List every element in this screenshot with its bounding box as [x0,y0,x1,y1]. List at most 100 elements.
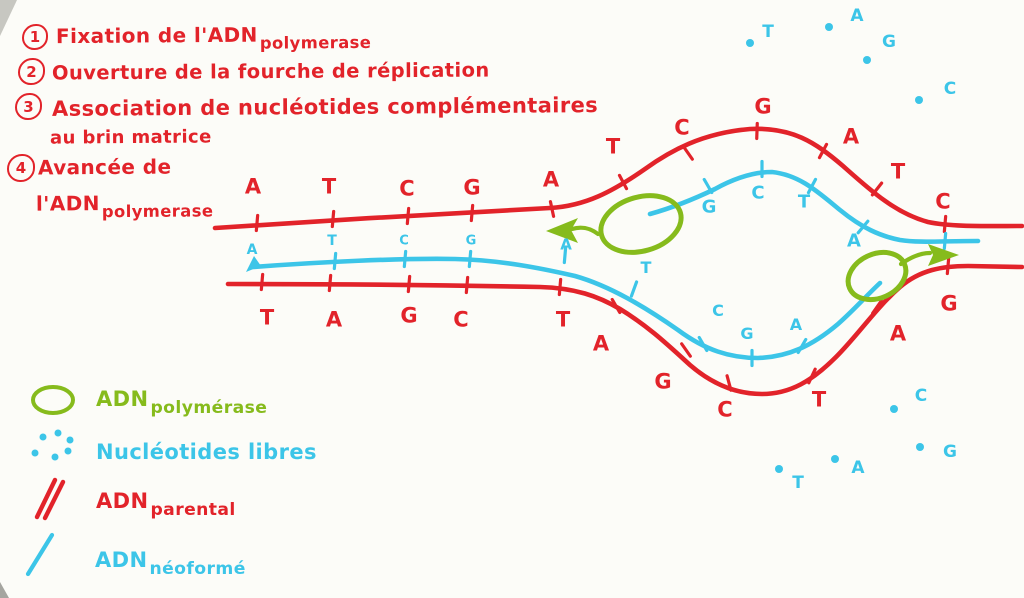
parental-bottom-strand-line [225,263,1024,397]
step-text-line2-sub: polymerase [101,201,214,222]
free-nucleotide-dot [825,23,833,31]
free-nucleotide-letter: C [944,79,956,99]
base-pair-tick [610,297,622,315]
strand-letter: G [466,234,477,249]
base-pair-tick [680,342,692,358]
free-nucleotide-letter: A [850,6,864,26]
strand-letter: C [717,398,732,422]
step-number: 3 [23,97,34,116]
photo-corner-artifact [0,0,17,36]
base-pair-tick [725,374,733,392]
strand-letter: G [702,196,717,217]
free-nucleotide-dot [916,443,924,451]
step-number-badge: 2 [18,58,45,85]
strand-letter: G [740,324,753,343]
base-pair-tick [697,335,709,353]
legend-label-main: ADN [96,489,149,513]
free-nucleotide-dot [915,96,923,104]
strand-letter: G [400,304,417,328]
base-pair-tick [464,275,470,295]
base-pair-tick [870,181,884,197]
strand-letter: G [940,292,957,316]
strand-letter: G [754,95,771,119]
fork-direction-arrow-right [898,244,959,267]
free-nucleotide-letter: T [792,473,804,493]
step-text-main: Fixation de l'ADN [55,22,258,49]
free-nucleotide-dot [863,56,871,64]
step-text: Avancée de [38,155,172,180]
base-pair-tick [562,245,568,265]
step-number: 4 [15,159,27,177]
base-pair-tick [755,121,759,141]
legend-label-sub: néoformé [149,559,246,579]
base-pair-tick [254,213,260,233]
strand-letter: T [327,233,337,249]
legend-free-nucleotide-dot [54,429,62,437]
strand-letter: A [890,322,907,346]
free-nucleotide-letter: C [915,386,927,406]
base-pair-tick [332,251,338,271]
strand-letter: G [654,370,671,394]
parental-bottom-strand [225,256,1024,397]
base-pair-tick [796,337,808,355]
neo-bottom-strand-line [250,256,883,361]
step-text-sub: polymerase [259,32,372,53]
base-pair-tick [682,145,694,161]
fork-direction-arrow-right-tail [898,250,933,267]
legend-polymerase-oval [31,385,75,415]
step-text-line2-main: l'ADN [35,191,100,216]
parental-top-strand-line [212,126,1024,231]
free-nucleotides-bottom: C G A T [775,386,957,493]
step-text-main: Ouverture de la fourche de réplication [51,58,490,85]
base-pair-tick [406,274,412,294]
legend-label-free-nucleotide-dots: Nucléotides libres [96,440,317,464]
base-pair-tick [469,203,475,223]
strand-letter: C [751,182,764,203]
photo-corner-artifact [0,582,9,598]
base-pair-tick [629,280,639,298]
strand-letter: T [556,308,571,332]
strand-letter: A [326,308,343,332]
strand-letter: A [790,315,803,334]
strand-letter: A [847,230,861,251]
neo-bottom-strand [250,245,883,368]
free-nucleotide-letter: G [882,32,896,52]
strand-letter: T [798,191,811,212]
strand-letter: T [606,135,621,159]
step-number-badge: 4 [7,154,35,182]
polymerase-oval [845,249,909,303]
free-nucleotide-dot [890,405,898,413]
legend-parental-slash [42,479,66,521]
base-pair-tick [259,272,265,292]
step-text-line2: au brin matrice [50,126,212,148]
free-nucleotide-letter: G [943,442,957,462]
legend-label-sub: parental [150,500,236,520]
base-pair-tick [856,219,870,235]
step-number-badge: 1 [22,24,48,50]
neo-top-strand [647,159,981,251]
base-pair-tick [330,209,336,229]
legend-label-main: ADN [96,387,149,411]
free-nucleotide-letter: A [851,458,865,478]
polymerase-oval [598,193,684,255]
strand-letter: C [399,234,409,249]
base-pair-tick [327,273,333,293]
step-text: Association de nucléotides complémentair… [52,93,598,121]
step-number: 2 [26,62,37,81]
free-nucleotide-dot [831,455,839,463]
base-pair-tick [702,177,714,195]
step-text-main: Avancée de [37,154,172,180]
free-nucleotide-dot [775,465,783,473]
strand-letter: C [674,116,689,140]
legend-free-nucleotide-dot [64,447,72,455]
